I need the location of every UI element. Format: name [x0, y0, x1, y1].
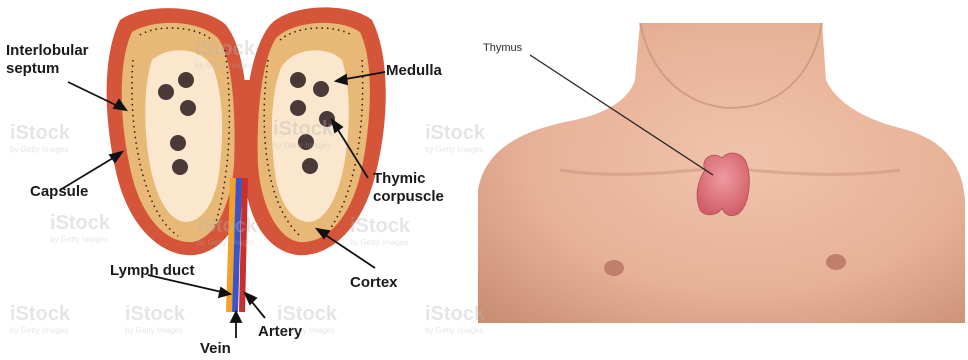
torso-illustration: [478, 23, 965, 323]
label-medulla: Medulla: [386, 62, 442, 80]
label-interlobular-septum: Interlobular septum: [6, 42, 89, 78]
label-thymus: Thymus: [483, 42, 522, 54]
label-cortex: Cortex: [350, 274, 398, 292]
label-vein: Vein: [200, 340, 231, 358]
label-capsule: Capsule: [30, 183, 88, 201]
thymus-organ: [697, 153, 749, 216]
label-thymic-corpuscle: Thymic corpuscle: [373, 170, 444, 206]
label-lymph-duct: Lymph duct: [110, 262, 194, 280]
